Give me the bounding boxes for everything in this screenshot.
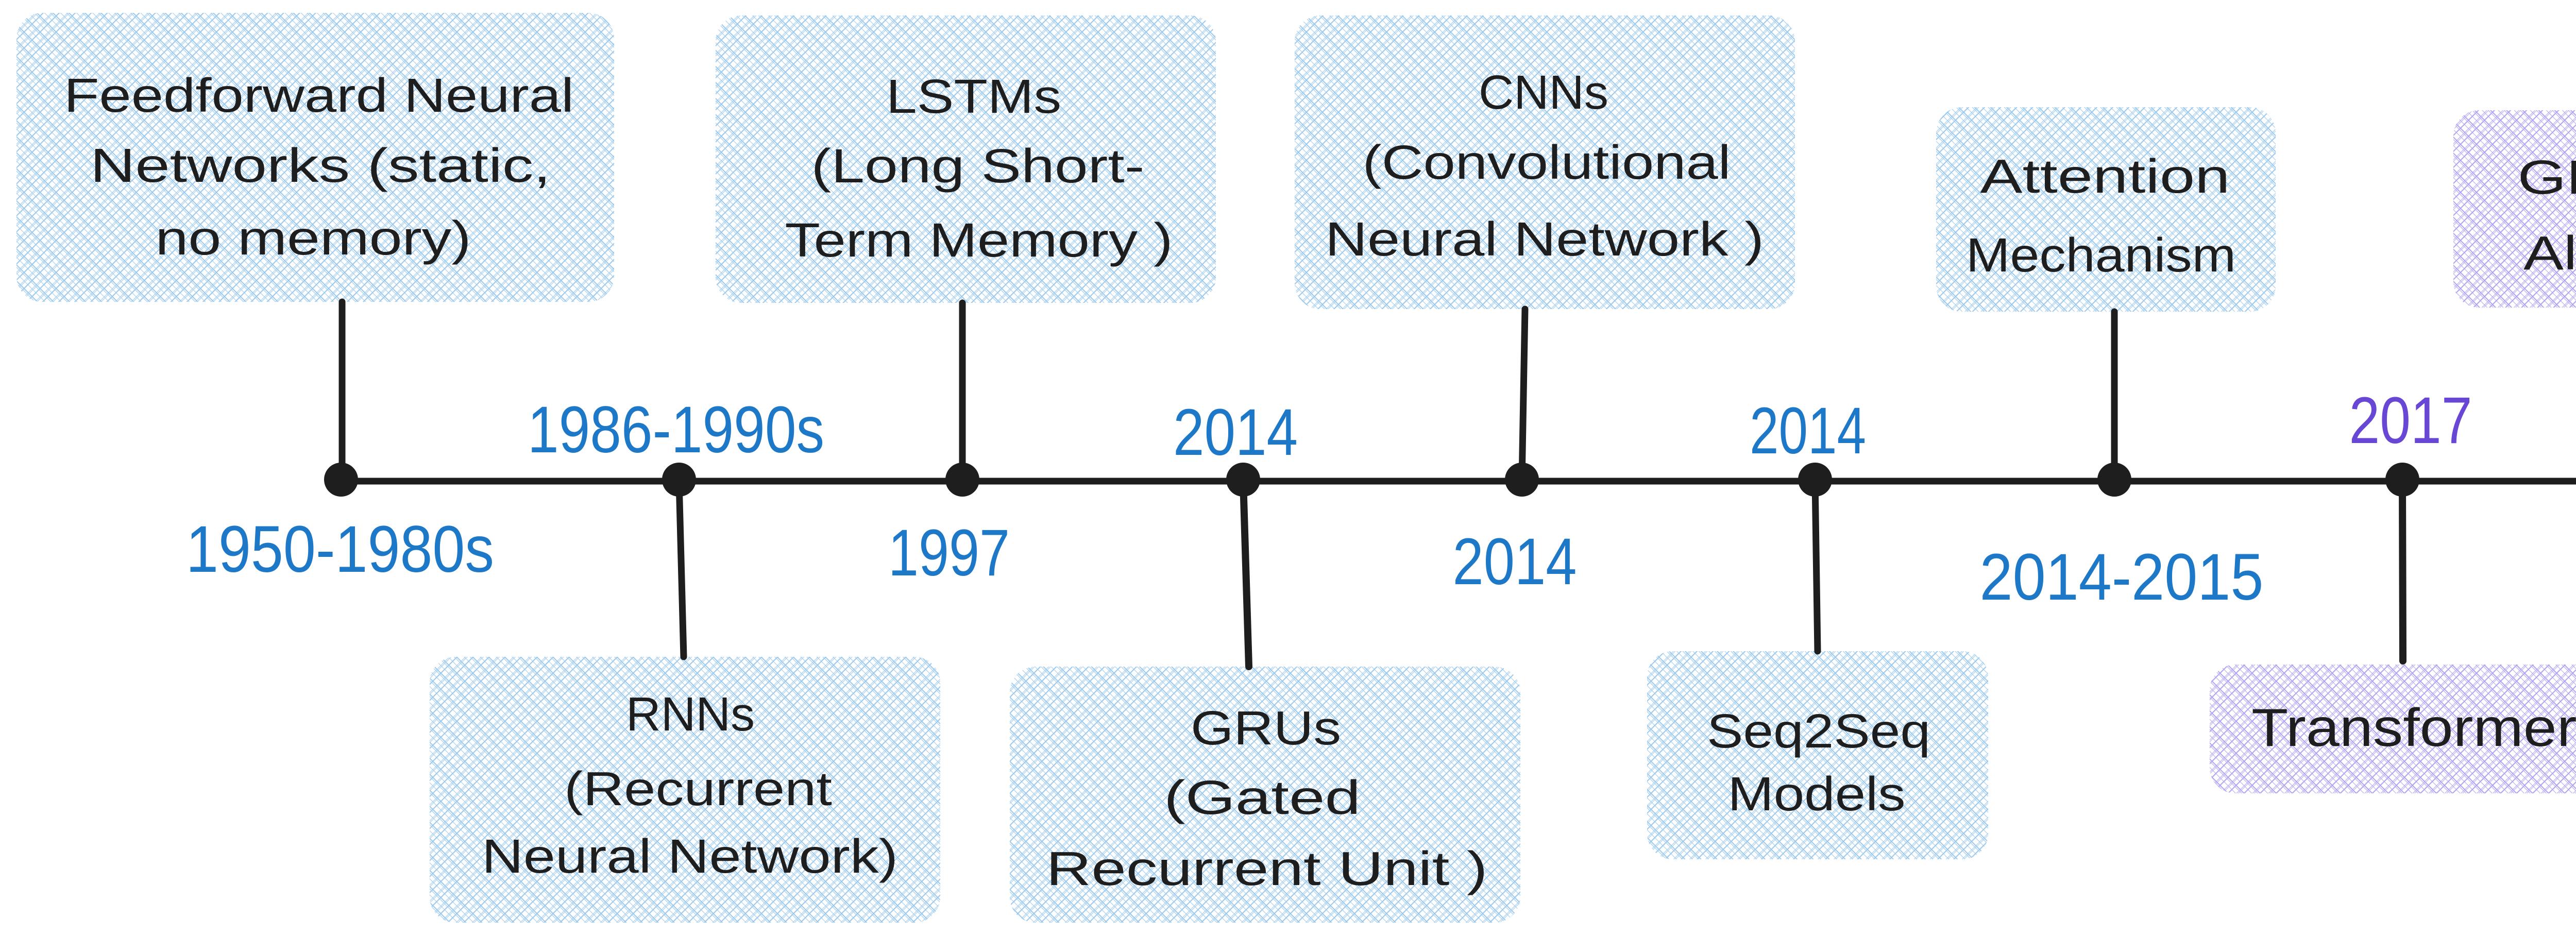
svg-text:Mechanism: Mechanism <box>1966 228 2236 282</box>
svg-text:2014: 2014 <box>1750 394 1866 468</box>
svg-text:1997: 1997 <box>888 516 1010 590</box>
svg-text:1950-1980s: 1950-1980s <box>186 513 494 586</box>
svg-text:2014-2015: 2014-2015 <box>1980 540 2264 614</box>
svg-text:2014: 2014 <box>1453 525 1577 599</box>
svg-text:Attention: Attention <box>1980 149 2230 203</box>
svg-text:CNNs: CNNs <box>1479 65 1608 119</box>
svg-text:2017: 2017 <box>2349 384 2472 457</box>
svg-text:Models: Models <box>1728 767 1906 821</box>
svg-text:Neural Network): Neural Network) <box>482 829 898 883</box>
svg-text:(Recurrent: (Recurrent <box>564 762 832 815</box>
svg-text:Networks (static,: Networks (static, <box>90 139 551 192</box>
svg-text:(Long Short-: (Long Short- <box>811 139 1145 193</box>
svg-text:Neural Network ): Neural Network ) <box>1325 212 1764 266</box>
svg-text:LSTMs: LSTMs <box>886 70 1061 123</box>
svg-text:Feedforward Neural: Feedforward Neural <box>64 69 574 122</box>
svg-text:Recurrent Unit ): Recurrent Unit ) <box>1046 842 1488 895</box>
svg-text:RNNs: RNNs <box>626 687 755 741</box>
svg-text:(Convolutional: (Convolutional <box>1363 135 1731 189</box>
svg-text:2014: 2014 <box>1173 396 1298 469</box>
svg-text:Transformers: Transformers <box>2251 698 2576 758</box>
svg-text:AlphaFold...: AlphaFold... <box>2523 226 2576 280</box>
svg-text:(Gated: (Gated <box>1164 771 1361 824</box>
svg-text:GRUs: GRUs <box>1191 701 1341 755</box>
svg-text:no memory): no memory) <box>156 211 471 265</box>
svg-text:Seq2Seq: Seq2Seq <box>1707 704 1930 758</box>
svg-text:GPT, BERT,: GPT, BERT, <box>2518 150 2576 204</box>
svg-text:Term Memory ): Term Memory ) <box>785 213 1173 267</box>
svg-text:1986-1990s: 1986-1990s <box>528 393 824 467</box>
